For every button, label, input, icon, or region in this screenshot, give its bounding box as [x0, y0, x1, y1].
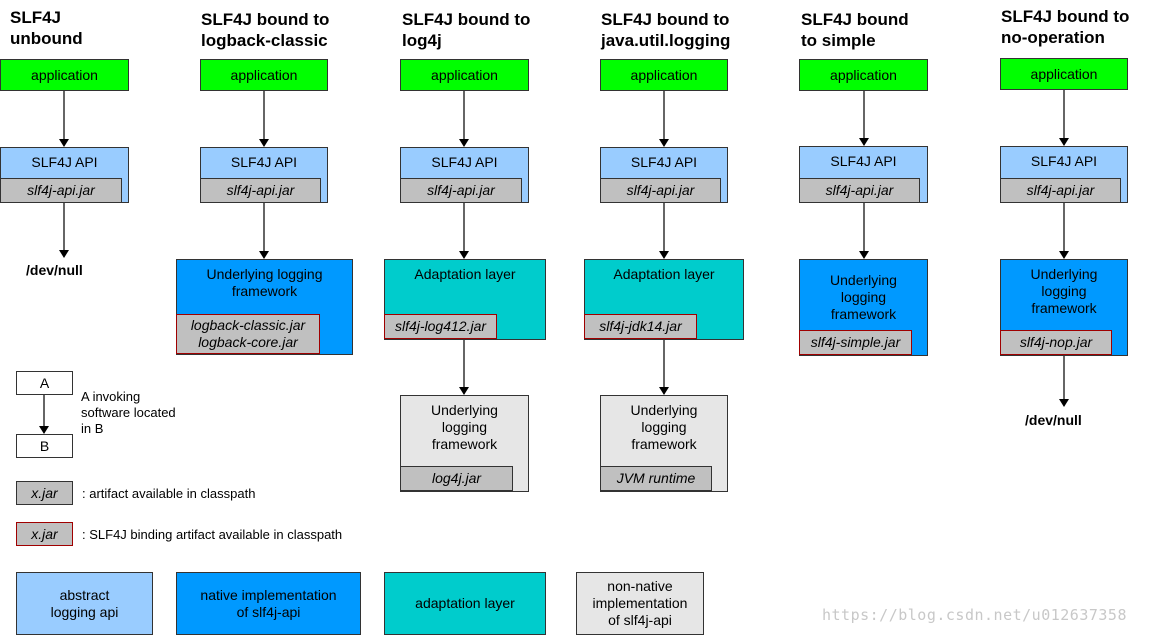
dev-null-label: /dev/null	[1025, 412, 1082, 428]
column-title-simple: SLF4J bound to simple	[801, 10, 909, 50]
adaptation-layer-box: Adaptation layer	[384, 259, 546, 340]
application-box: application	[0, 59, 129, 91]
legend-binding-sample: x.jar	[16, 522, 73, 546]
legend-jar-text: : artifact available in classpath	[82, 486, 256, 501]
column-title-jul: SLF4J bound to java.util.logging	[601, 10, 731, 50]
application-box: application	[400, 59, 529, 91]
log4j-jar: log4j.jar	[400, 466, 513, 491]
legend-native-impl: native implementation of slf4j-api	[176, 572, 361, 635]
slf4j-log412-jar: slf4j-log412.jar	[384, 314, 497, 339]
legend-adaptation-layer: adaptation layer	[384, 572, 546, 635]
legend-abstract-api: abstract logging api	[16, 572, 153, 635]
legend-jar-sample: x.jar	[16, 481, 73, 505]
slf4j-api-jar: slf4j-api.jar	[1000, 178, 1121, 203]
slf4j-api-jar: slf4j-api.jar	[200, 178, 321, 203]
column-title-log4j: SLF4J bound to log4j	[402, 10, 531, 50]
column-title-logback: SLF4J bound to logback-classic	[201, 10, 330, 50]
slf4j-jdk14-jar: slf4j-jdk14.jar	[584, 314, 697, 339]
legend-binding-text: : SLF4J binding artifact available in cl…	[82, 527, 343, 542]
jvm-runtime-jar: JVM runtime	[600, 466, 712, 491]
dev-null-label: /dev/null	[26, 262, 83, 278]
slf4j-nop-jar: slf4j-nop.jar	[1000, 330, 1112, 355]
legend-invoke-text: A invoking software located in B	[81, 389, 176, 436]
application-box: application	[1000, 58, 1128, 90]
slf4j-simple-jar: slf4j-simple.jar	[799, 330, 912, 355]
column-title-unbound: SLF4J unbound	[10, 8, 83, 48]
column-title-nop: SLF4J bound to no-operation	[1001, 7, 1130, 47]
watermark-text: https://blog.csdn.net/u012637358	[822, 606, 1127, 624]
slf4j-api-jar: slf4j-api.jar	[600, 178, 721, 203]
logback-jars: logback-classic.jar logback-core.jar	[176, 314, 320, 354]
application-box: application	[600, 59, 728, 91]
legend-non-native-impl: non-native implementation of slf4j-api	[576, 572, 704, 635]
application-box: application	[200, 59, 328, 91]
slf4j-api-jar: slf4j-api.jar	[400, 178, 522, 203]
legend-box-a: A	[16, 371, 73, 395]
slf4j-api-jar: slf4j-api.jar	[0, 178, 122, 203]
slf4j-api-jar: slf4j-api.jar	[799, 178, 920, 203]
legend-box-b: B	[16, 434, 73, 458]
application-box: application	[799, 59, 928, 91]
